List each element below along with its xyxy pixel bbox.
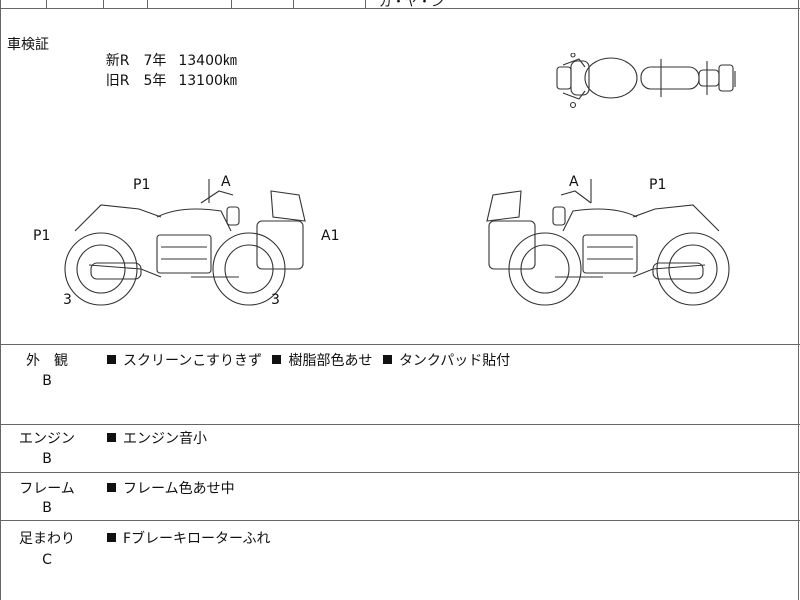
label-a-right: A <box>569 174 579 190</box>
section-notes: フレーム色あせ中 <box>107 478 241 498</box>
inspection-year: 7年 <box>143 53 167 69</box>
inspection-label: 車検証 <box>7 37 49 53</box>
section-head: 足まわり <box>19 531 75 547</box>
label-p1-top: P1 <box>133 177 151 193</box>
note: エンジン音小 <box>123 431 207 447</box>
inspection-km: 13100㎞ <box>178 73 237 89</box>
section-frame: フレーム B フレーム色あせ中 <box>1 473 800 521</box>
note: Fブレーキローターふれ <box>123 531 271 547</box>
section-grade: B <box>42 451 52 467</box>
section-grade: B <box>42 373 52 389</box>
bullet-icon <box>107 483 116 492</box>
motorcycle-right-view <box>486 179 730 306</box>
top-divider <box>46 0 47 8</box>
inspection-row-old: 旧R 5年 13100㎞ <box>79 54 237 106</box>
top-strip: ガ・ヤ・ン <box>1 0 800 10</box>
note: タンクパッド貼付 <box>398 353 511 369</box>
section-exterior: 外 観 B スクリーンこすりきず 樹脂部色あせ タンクパッド貼付 <box>1 345 800 425</box>
top-cut-text: ガ・ヤ・ン <box>379 0 445 10</box>
section-grade: C <box>42 552 52 568</box>
label-a: A <box>221 174 231 190</box>
section-head: エンジン <box>19 431 75 447</box>
section-head: フレーム <box>19 481 75 497</box>
label-p1-right: P1 <box>649 177 667 193</box>
top-divider <box>231 0 232 8</box>
top-divider <box>293 0 294 8</box>
inspection-kind: 新R <box>105 53 130 69</box>
motorcycle-top-view <box>556 53 736 109</box>
section-grade: B <box>42 500 52 516</box>
label-3-rear: 3 <box>271 292 280 308</box>
section-head: 外 観 <box>26 353 68 369</box>
bullet-icon <box>272 355 282 364</box>
section-notes: エンジン音小 <box>107 428 213 448</box>
section-notes: スクリーンこすりきず 樹脂部色あせ タンクパッド貼付 <box>107 350 516 370</box>
label-p1-side: P1 <box>33 228 51 244</box>
bullet-icon <box>107 533 116 542</box>
top-divider <box>365 0 366 8</box>
section-notes: Fブレーキローターふれ <box>107 528 277 548</box>
motorcycle-left-view <box>64 179 306 306</box>
bullet-icon <box>107 433 116 442</box>
damage-diagram: 車検証 新R 7年 13400㎞ 旧R 5年 13100㎞ <box>1 9 800 345</box>
label-a1: A1 <box>321 228 340 244</box>
inspection-row-new: 新R 7年 13400㎞ <box>79 34 237 86</box>
label-3-front: 3 <box>63 292 72 308</box>
note: フレーム色あせ中 <box>123 481 235 497</box>
bullet-icon <box>382 355 392 364</box>
bullet-icon <box>107 355 116 364</box>
section-suspension: 足まわり C Fブレーキローターふれ <box>1 521 800 600</box>
note: 樹脂部色あせ <box>288 353 373 369</box>
inspection-km: 13400㎞ <box>178 53 237 69</box>
note: スクリーンこすりきず <box>123 353 263 369</box>
inspection-year: 5年 <box>143 73 167 89</box>
top-divider <box>147 0 148 8</box>
section-engine: エンジン B エンジン音小 <box>1 425 800 473</box>
inspection-kind: 旧R <box>105 73 130 89</box>
top-divider <box>103 0 104 8</box>
